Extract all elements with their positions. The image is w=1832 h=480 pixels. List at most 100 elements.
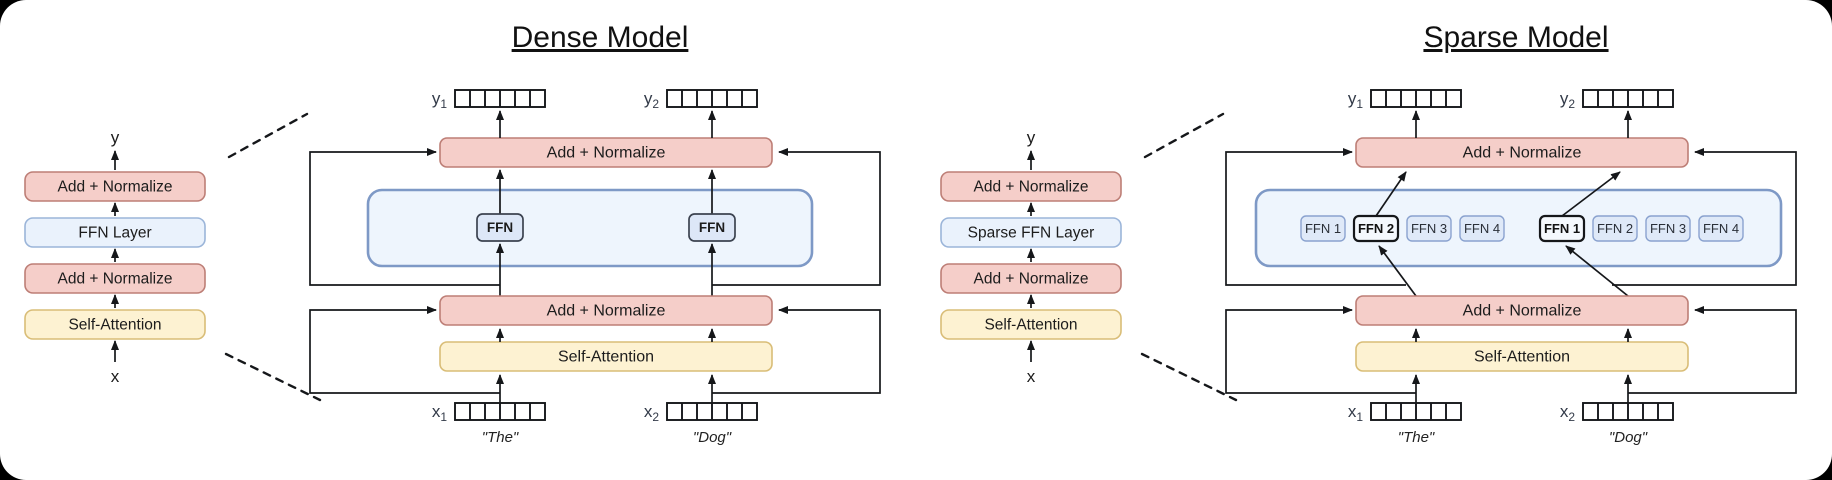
output-vectors: y1 y2 — [432, 89, 758, 138]
residual-skip-left — [309, 306, 500, 394]
ffn-box-token1 — [476, 213, 524, 242]
output-label-y2: y2 — [644, 89, 660, 111]
sparse-model-diagram: Sparse Model y Add + Normalize Sparse FF… — [940, 21, 1797, 446]
attention-residual-skip — [309, 306, 881, 394]
mini-add-normalize-top-box — [940, 171, 1122, 202]
dashed-connector-bottom — [224, 352, 322, 402]
expert-box-ffn-2 — [1592, 215, 1638, 242]
selected-expert-label-ffn-2: FFN 2 — [1358, 221, 1394, 236]
mini-ffn-layer-box — [24, 217, 206, 248]
self-attention-box — [1355, 341, 1689, 372]
mini-output-label-y: y — [111, 128, 120, 147]
self-attention-label: Self-Attention — [1474, 349, 1570, 366]
residual-skip-left — [309, 148, 500, 286]
expert-box-ffn-3 — [1406, 215, 1452, 242]
expert-label-ffn-2: FFN 2 — [1597, 221, 1633, 236]
ffn-box-token1-label: FFN — [487, 220, 513, 235]
dashed-connector-top — [227, 112, 309, 159]
self-attention-label: Self-Attention — [558, 349, 654, 366]
expert-box-ffn-1 — [1300, 215, 1346, 242]
dashed-connector-top — [1143, 112, 1225, 159]
dense-model-panel: Dense Model y Add + Normalize FFN Layer … — [24, 21, 881, 446]
mini-ffn-layer-label: FFN Layer — [78, 225, 151, 242]
output-label-y2: y2 — [1560, 89, 1576, 111]
x1-vector-cells — [469, 403, 531, 420]
add-normalize-top-label: Add + Normalize — [547, 145, 666, 162]
mini-self-attention-box — [24, 309, 206, 340]
add-normalize-bottom-box — [439, 295, 773, 326]
expert-box-ffn-4 — [1698, 215, 1744, 242]
mini-add-normalize-bottom-box — [24, 263, 206, 294]
residual-skip-left — [1225, 306, 1416, 394]
token-word-dog: "Dog" — [1609, 429, 1648, 446]
y2-vector-cells — [1597, 90, 1659, 107]
mini-output-label-y: y — [1027, 128, 1036, 147]
input-vectors: x1 x2 "The" "Dog" — [1348, 374, 1674, 446]
mini-add-normalize-bottom-label: Add + Normalize — [57, 271, 172, 288]
input-label-x2: x2 — [1560, 402, 1576, 424]
expert-label-ffn-1: FFN 1 — [1305, 221, 1341, 236]
mini-self-attention-label: Self-Attention — [984, 317, 1077, 334]
route-arrow-expert-to-norm-token1 — [1375, 171, 1407, 217]
x2-vector-cells — [1597, 403, 1659, 420]
add-normalize-bottom-label: Add + Normalize — [547, 303, 666, 320]
expert-box-ffn-4 — [1459, 215, 1505, 242]
residual-skip-right — [1612, 148, 1797, 286]
output-label-y1: y1 — [432, 89, 448, 111]
mini-sparse-ffn-layer-label: Sparse FFN Layer — [968, 225, 1095, 242]
mini-add-normalize-top-label: Add + Normalize — [973, 179, 1088, 196]
output-vectors: y1 y2 — [1348, 89, 1674, 138]
token-word-dog: "Dog" — [693, 429, 732, 446]
dense-model-title: Dense Model — [512, 21, 689, 54]
x1-vector-cells — [1385, 403, 1447, 420]
ffn-residual-skip — [309, 148, 881, 286]
expert-label-ffn-3: FFN 3 — [1650, 221, 1686, 236]
expert-box-ffn-3 — [1645, 215, 1691, 242]
residual-skip-right — [712, 306, 881, 394]
expert-label-ffn-4: FFN 4 — [1703, 221, 1739, 236]
residual-skip-right — [1628, 306, 1797, 394]
route-arrow-token1-to-expert — [1378, 245, 1417, 297]
mini-self-attention-label: Self-Attention — [68, 317, 161, 334]
mini-input-label-x: x — [111, 367, 120, 386]
residual-skip-right — [712, 148, 881, 286]
input-label-x2: x2 — [644, 402, 660, 424]
self-attention-box — [439, 341, 773, 372]
attention-residual-skip — [1225, 306, 1797, 394]
mini-input-label-x: x — [1027, 367, 1036, 386]
sparse-mini-stack: y Add + Normalize Sparse FFN Layer Add +… — [940, 128, 1122, 386]
output-label-y1: y1 — [1348, 89, 1364, 111]
x2-vector-cells — [681, 403, 743, 420]
add-normalize-bottom-box — [1355, 295, 1689, 326]
add-normalize-top-box — [439, 137, 773, 168]
ffn-layer-container — [366, 188, 814, 268]
input-label-x1: x1 — [432, 402, 448, 424]
expert-group-token1: FFN 1 FFN 2 FFN 3 FFN 4 — [1300, 214, 1505, 243]
y2-vector-cells — [681, 90, 743, 107]
ffn-box-token2 — [688, 213, 736, 242]
mini-self-attention-box — [940, 309, 1122, 340]
mini-add-normalize-bottom-label: Add + Normalize — [973, 271, 1088, 288]
mini-sparse-ffn-layer-box — [940, 217, 1122, 248]
selected-expert-box-ffn-2 — [1352, 214, 1400, 243]
input-vectors: x1 x2 "The" "Dog" — [432, 374, 758, 446]
selected-expert-box-ffn-1 — [1538, 214, 1586, 243]
route-arrow-expert-to-norm-token2 — [1561, 171, 1621, 217]
dense-model-diagram: Dense Model y Add + Normalize FFN Layer … — [24, 21, 881, 446]
add-normalize-top-label: Add + Normalize — [1463, 145, 1582, 162]
ffn-residual-skip — [1225, 148, 1797, 286]
expert-label-ffn-4: FFN 4 — [1464, 221, 1500, 236]
dense-mini-stack: y Add + Normalize FFN Layer Add + Normal… — [24, 128, 206, 386]
mini-add-normalize-top-box — [24, 171, 206, 202]
dashed-connector-bottom — [1140, 352, 1238, 402]
mini-add-normalize-top-label: Add + Normalize — [57, 179, 172, 196]
ffn-box-token2-label: FFN — [699, 220, 725, 235]
token-word-the: "The" — [1398, 429, 1435, 446]
y1-vector-cells — [469, 90, 531, 107]
residual-skip-left — [1225, 148, 1406, 286]
selected-expert-label-ffn-1: FFN 1 — [1544, 221, 1580, 236]
input-label-x1: x1 — [1348, 402, 1364, 424]
sparse-model-title: Sparse Model — [1423, 21, 1608, 54]
add-normalize-top-box — [1355, 137, 1689, 168]
